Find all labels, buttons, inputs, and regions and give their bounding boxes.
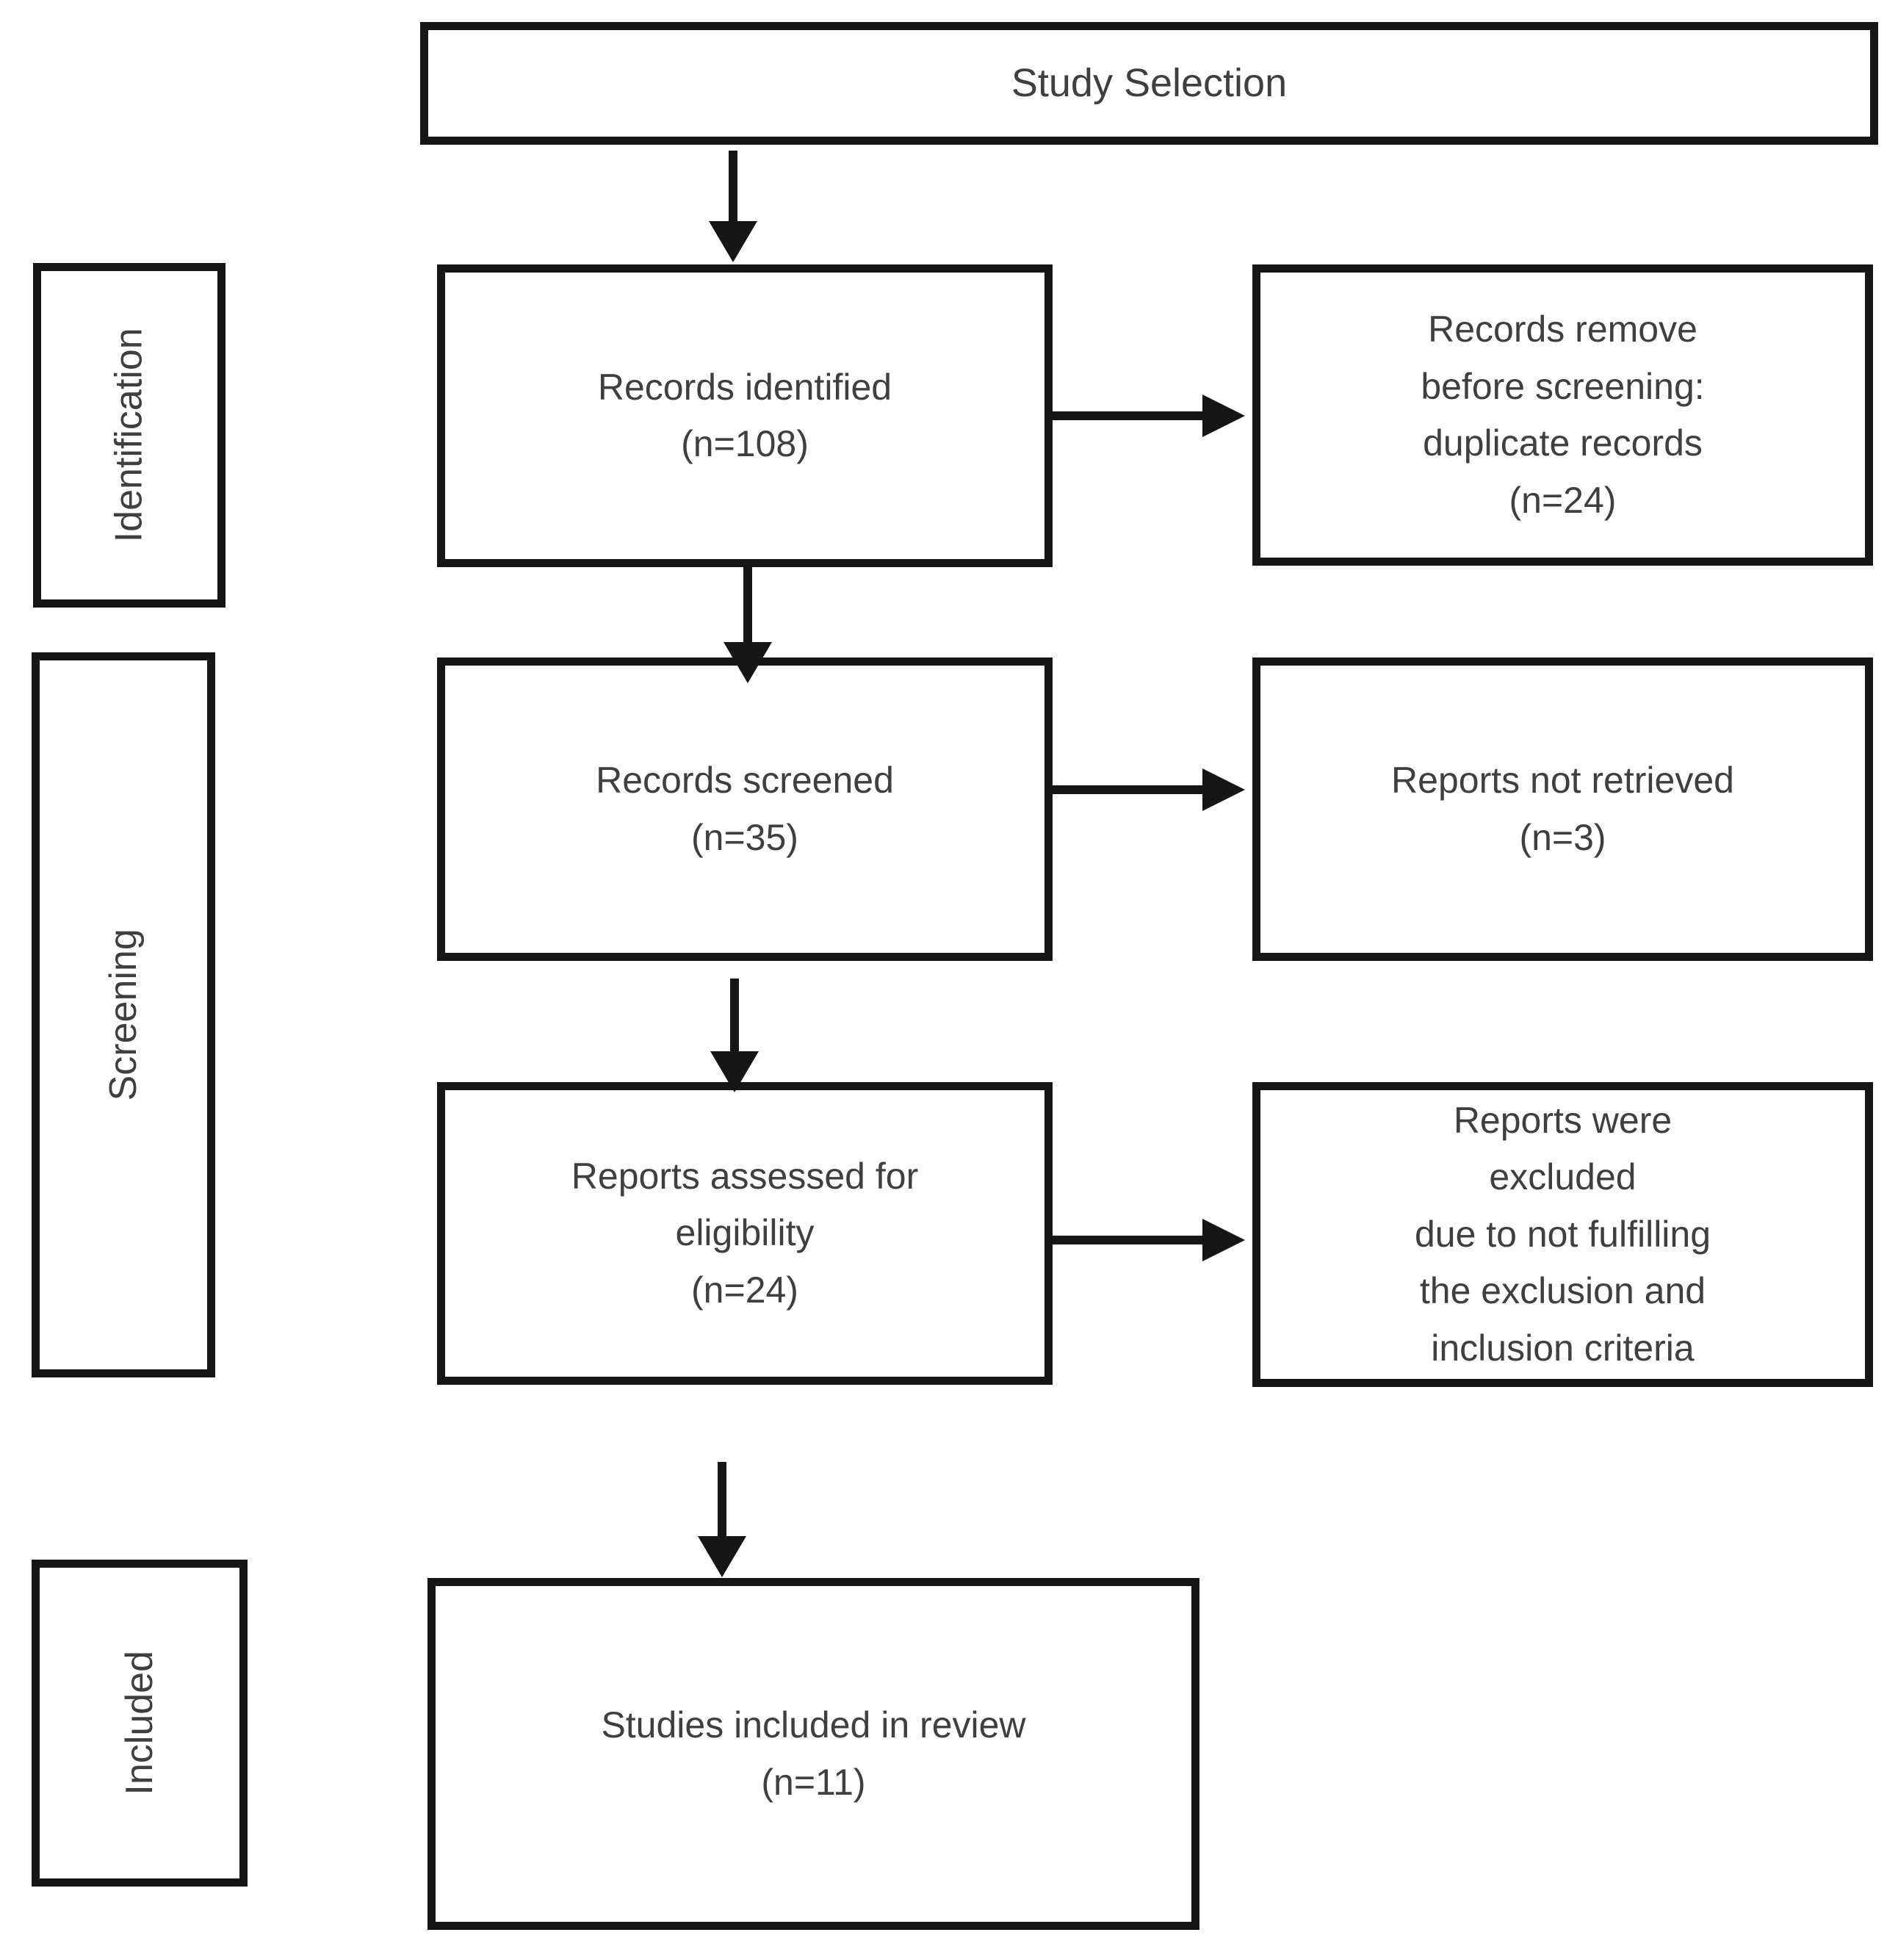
arrow-screened-to-assessed: [710, 979, 759, 1092]
sidebar-stage-screening: Screening: [32, 652, 215, 1377]
box-records-removed: Records remove before screening: duplica…: [1252, 264, 1873, 566]
arrowhead-down-icon: [709, 221, 757, 262]
arrow-shaft: [1050, 1236, 1210, 1244]
arrow-shaft: [718, 1462, 726, 1543]
box-study-selection: Study Selection: [420, 22, 1878, 145]
box-records-screened: Records screened (n=35): [437, 657, 1053, 961]
arrow-shaft: [1050, 785, 1210, 794]
arrow-selection-to-identified: [709, 151, 757, 262]
sidebar-stage-included-label: Included: [118, 1651, 161, 1795]
box-reports-assessed: Reports assessed for eligibility (n=24): [437, 1082, 1053, 1385]
box-studies-included-text: Studies included in review (n=11): [601, 1704, 1026, 1803]
arrowhead-right-icon: [1202, 768, 1245, 811]
arrow-shaft: [729, 151, 737, 228]
arrow-identified-to-removed: [1053, 394, 1245, 437]
arrow-shaft: [1053, 411, 1210, 420]
box-reports-excluded: Reports were excluded due to not fulfill…: [1252, 1082, 1873, 1387]
box-reports-excluded-text: Reports were excluded due to not fulfill…: [1414, 1099, 1711, 1369]
arrowhead-down-icon: [710, 1051, 759, 1092]
sidebar-stage-included: Included: [32, 1560, 248, 1887]
box-records-identified-text: Records identified (n=108): [597, 366, 892, 465]
arrow-assessed-to-excluded: [1050, 1219, 1245, 1261]
arrowhead-right-icon: [1202, 394, 1245, 437]
arrow-shaft: [743, 567, 752, 649]
arrowhead-down-icon: [724, 642, 772, 683]
arrowhead-down-icon: [698, 1536, 746, 1577]
sidebar-stage-screening-label: Screening: [101, 929, 145, 1101]
box-studies-included: Studies included in review (n=11): [427, 1578, 1199, 1930]
arrow-assessed-to-included: [698, 1462, 746, 1577]
arrowhead-right-icon: [1202, 1219, 1245, 1261]
sidebar-stage-identification-label: Identification: [107, 328, 151, 543]
page-title: Study Selection: [1011, 60, 1288, 105]
sidebar-stage-identification: Identification: [33, 263, 225, 608]
box-reports-assessed-text: Reports assessed for eligibility (n=24): [571, 1155, 919, 1311]
box-reports-not-retrieved: Reports not retrieved (n=3): [1252, 657, 1873, 961]
box-records-removed-text: Records remove before screening: duplica…: [1421, 309, 1705, 521]
arrow-shaft: [730, 979, 739, 1059]
arrow-screened-to-not-retrieved: [1050, 768, 1245, 811]
box-reports-not-retrieved-text: Reports not retrieved (n=3): [1391, 760, 1734, 858]
box-records-identified: Records identified (n=108): [437, 264, 1053, 567]
box-records-screened-text: Records screened (n=35): [596, 760, 894, 858]
arrow-identified-to-screened: [724, 567, 772, 683]
